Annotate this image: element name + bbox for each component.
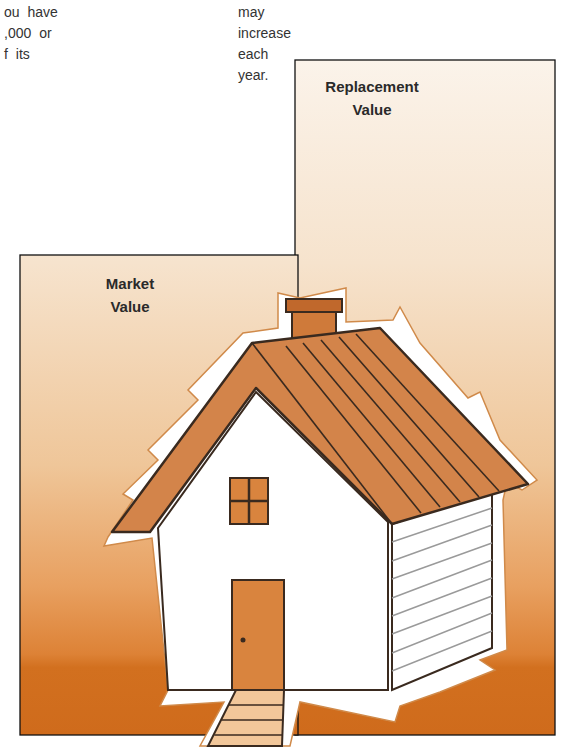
window-bar — [230, 500, 268, 503]
roof — [112, 328, 528, 532]
roof-shingles — [252, 334, 499, 524]
bar-title: Replacement Value — [322, 75, 422, 121]
bar-title: Market Value — [95, 272, 165, 318]
chimney-cap — [286, 299, 342, 312]
note-text: may increase each year. — [238, 2, 298, 86]
window — [230, 478, 268, 524]
value-bar-area: Replacement Value — [295, 60, 555, 735]
door-knob — [241, 638, 246, 643]
door — [232, 580, 284, 690]
house-halo — [104, 288, 537, 746]
step-lines — [214, 705, 283, 735]
value-bar-area: Market Value — [20, 255, 298, 735]
steps — [208, 690, 284, 746]
wall-siding — [392, 508, 492, 671]
note-text: ou have ,000 or f its — [4, 2, 60, 65]
